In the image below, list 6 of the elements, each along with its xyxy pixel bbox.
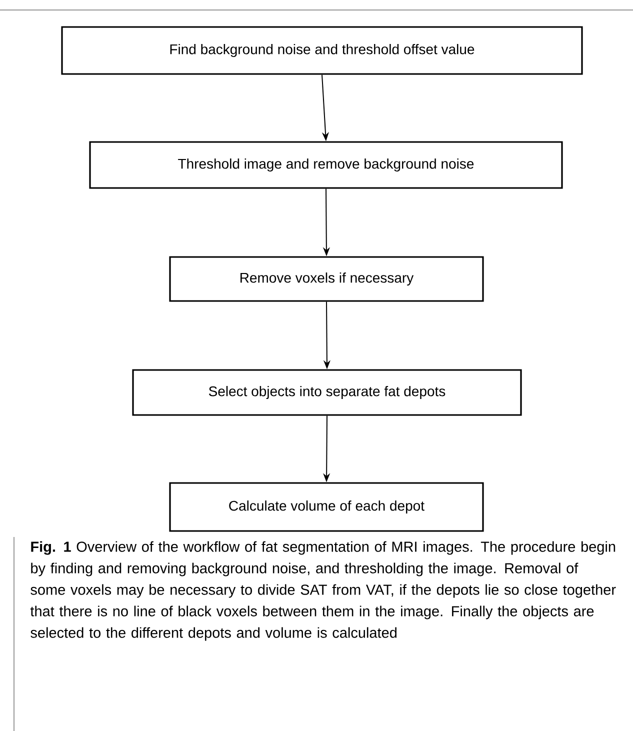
process-box: Remove voxels if necessary xyxy=(169,256,484,302)
process-box: Calculate volume of each depot xyxy=(169,482,484,532)
caption: Fig. 1 Overview of the workflow of fat segmentation of MRI images. The procedure begin by finding and removing background noise, and thresholding the image. Removal of some voxels may be necessary to divide SAT from VAT, if the depots lie so close together that there is no line of black voxels between them in the image. Finally the objects are selected to the different depots and volume is calculated xyxy=(30,541,616,641)
process-box: Find background noise and threshold offset value xyxy=(61,26,583,75)
process-box: Select objects into separate fat depots xyxy=(132,369,522,416)
process-box: Threshold image and remove background noise xyxy=(89,141,563,189)
